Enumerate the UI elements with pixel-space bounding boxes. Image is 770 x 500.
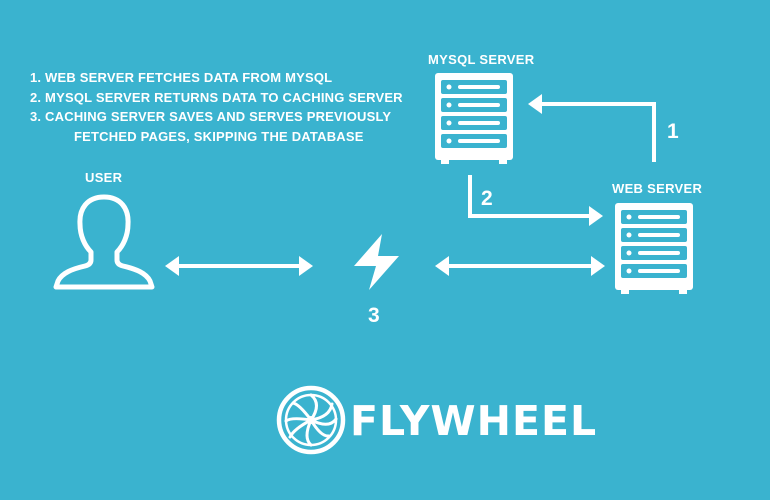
web-server-icon [615, 203, 693, 294]
mysql-server-label: MYSQL SERVER [428, 52, 535, 67]
arrow-number-1: 1 [667, 120, 679, 143]
arrow-number-3: 3 [368, 304, 380, 327]
arrow-1 [528, 94, 656, 162]
web-server-label: WEB SERVER [612, 181, 703, 196]
arrow-2 [468, 175, 603, 226]
user-icon [53, 194, 155, 290]
step-1: 1. WEB SERVER FETCHES DATA FROM MYSQL [30, 70, 333, 85]
brand-wordmark: FLYWHEEL [350, 397, 598, 445]
user-label: USER [85, 170, 123, 185]
mysql-server-icon [435, 73, 513, 164]
lightning-icon [354, 234, 399, 290]
step-2: 2. MYSQL SERVER RETURNS DATA TO CACHING … [30, 89, 403, 105]
step-3-continued: FETCHED PAGES, SKIPPING THE DATABASE [74, 128, 364, 144]
double-arrow-cache-web [435, 256, 605, 276]
double-arrow-user-cache [165, 256, 313, 276]
flywheel-logo-icon [276, 385, 346, 455]
step-3: 3. CACHING SERVER SAVES AND SERVES PREVI… [30, 109, 392, 124]
steps-list: 1. WEB SERVER FETCHES DATA FROM MYSQL 2.… [30, 68, 410, 146]
arrow-number-2: 2 [481, 187, 493, 210]
